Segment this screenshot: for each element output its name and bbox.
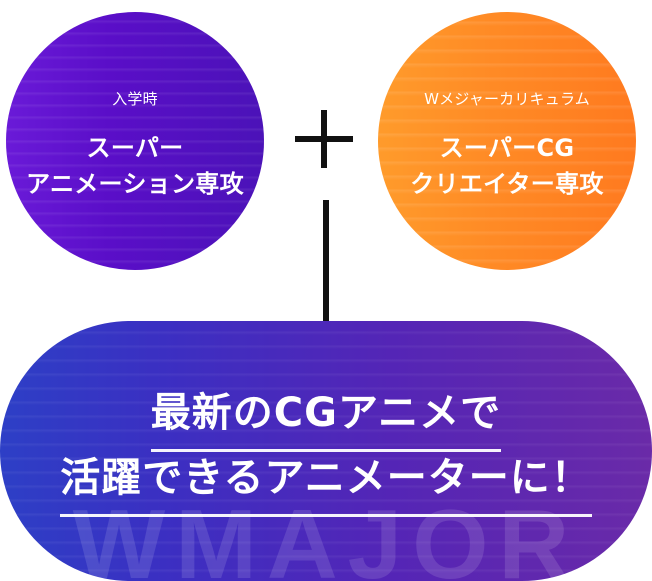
left-circle-kicker: 入学時 bbox=[112, 90, 158, 108]
result-pill: WMAJOR 最新のCGアニメで 活躍できるアニメーターに！ bbox=[0, 321, 652, 581]
arrow-shaft bbox=[323, 200, 329, 326]
right-circle-title: スーパーCG クリエイター専攻 bbox=[378, 130, 636, 202]
result-text: 最新のCGアニメで 活躍できるアニメーターに！ bbox=[0, 387, 652, 517]
plus-icon bbox=[295, 110, 353, 168]
left-circle-title-line-2: アニメーション専攻 bbox=[26, 170, 244, 198]
result-line-1-wrap: 最新のCGアニメで bbox=[0, 387, 652, 452]
plus-vertical-bar bbox=[321, 110, 327, 168]
left-circle-title-line-1: スーパー bbox=[86, 134, 184, 162]
left-circle-title: スーパー アニメーション専攻 bbox=[6, 130, 264, 202]
right-circle-title-line-1: スーパーCG bbox=[439, 134, 575, 162]
right-circle-title-line-2: クリエイター専攻 bbox=[410, 170, 604, 198]
result-line-2: 活躍できるアニメーターに！ bbox=[60, 452, 592, 517]
right-major-circle: Wメジャーカリキュラム スーパーCG クリエイター専攻 bbox=[378, 12, 636, 270]
right-circle-kicker: Wメジャーカリキュラム bbox=[424, 90, 590, 108]
result-line-1: 最新のCGアニメで bbox=[150, 387, 502, 452]
left-major-circle: 入学時 スーパー アニメーション専攻 bbox=[6, 12, 264, 270]
result-line-2-wrap: 活躍できるアニメーターに！ bbox=[0, 452, 652, 517]
